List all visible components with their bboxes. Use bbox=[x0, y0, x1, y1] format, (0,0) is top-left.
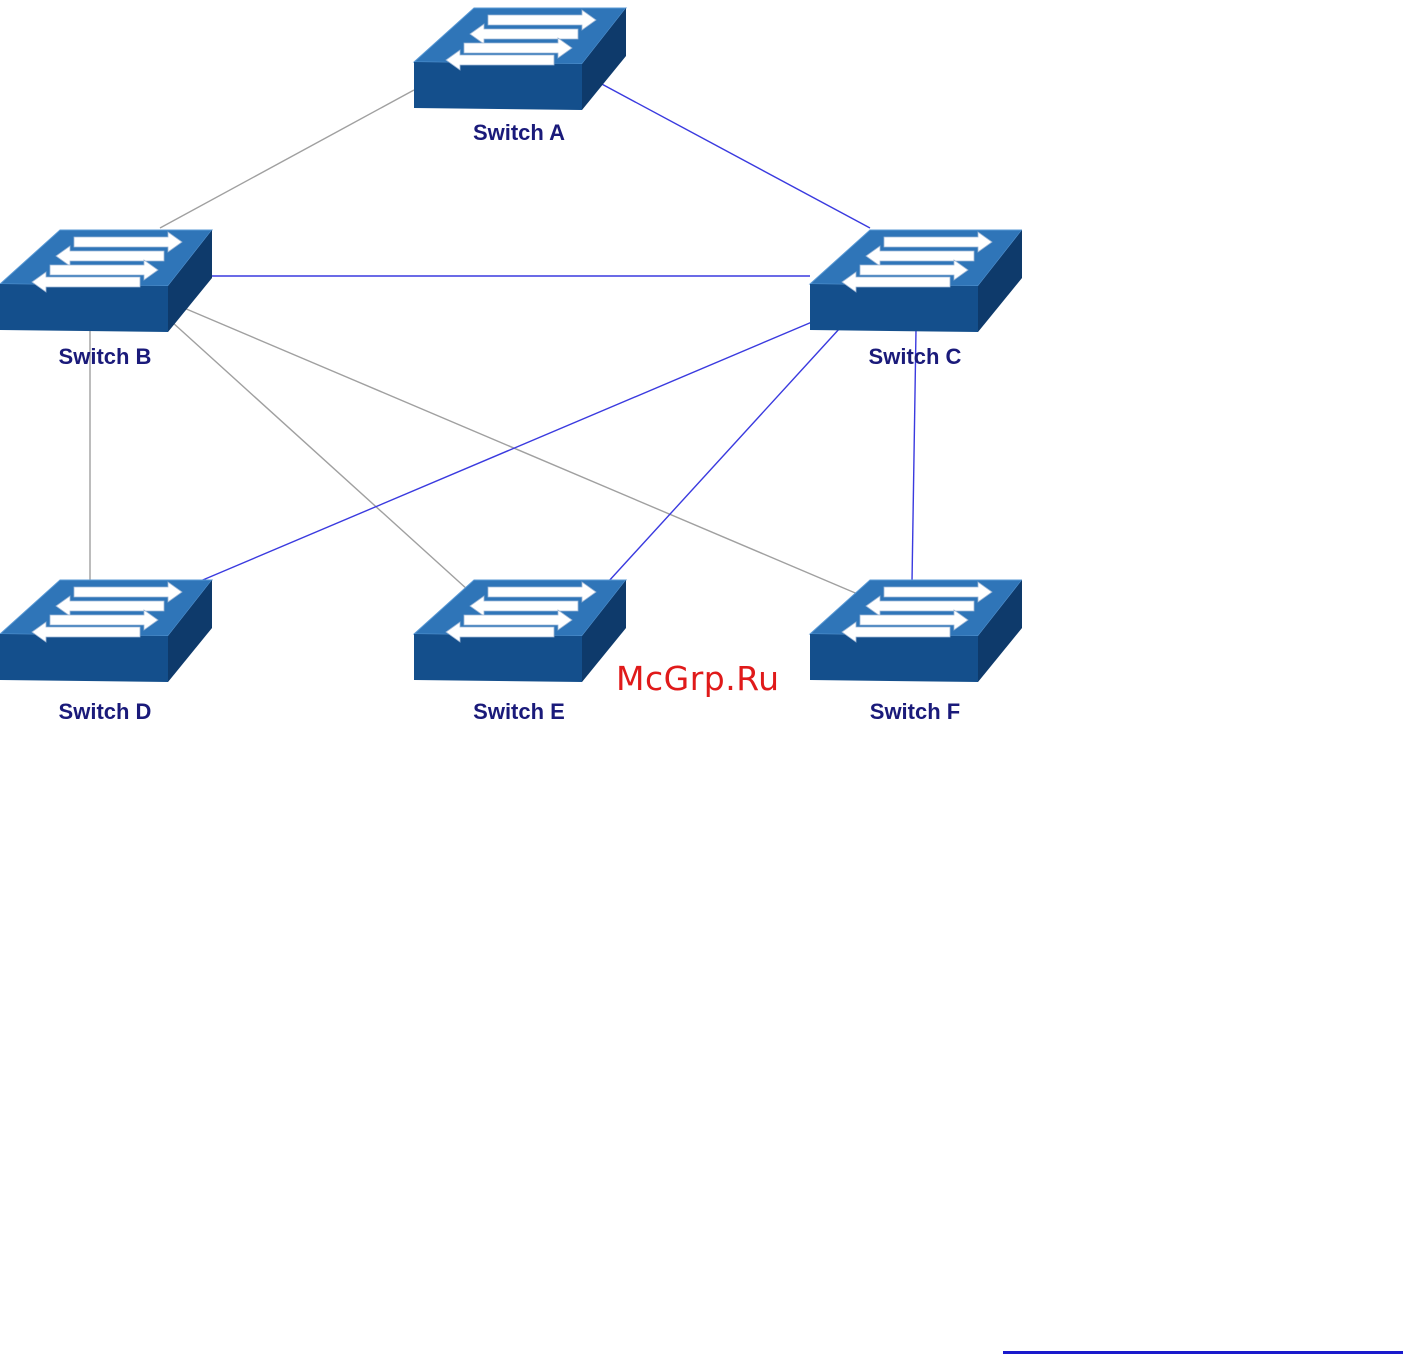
link-b-f bbox=[184, 308, 860, 595]
network-topology-diagram: Switch A Switch B Switch C Switch D Switch E… bbox=[0, 0, 1022, 728]
switch-label-f: Switch F bbox=[815, 699, 1015, 725]
switch-front-face bbox=[414, 62, 582, 110]
switch-icon-a bbox=[414, 8, 626, 110]
switch-front-face bbox=[0, 634, 168, 682]
switch-label-e: Switch E bbox=[419, 699, 619, 725]
switch-icon-d bbox=[0, 580, 212, 682]
link-c-d bbox=[198, 322, 812, 582]
switch-front-face bbox=[414, 634, 582, 682]
switch-label-d: Switch D bbox=[5, 699, 205, 725]
switch-label-a: Switch A bbox=[419, 120, 619, 146]
link-a-b bbox=[160, 90, 414, 228]
switch-label-c: Switch C bbox=[815, 344, 1015, 370]
switch-icon-e bbox=[414, 580, 626, 682]
link-b-e bbox=[172, 322, 468, 590]
switch-icon-f bbox=[810, 580, 1022, 682]
link-c-e bbox=[608, 328, 840, 582]
switch-icon-b bbox=[0, 230, 212, 332]
switch-label-b: Switch B bbox=[5, 344, 205, 370]
switch-front-face bbox=[810, 634, 978, 682]
switch-front-face bbox=[0, 284, 168, 332]
links-layer bbox=[90, 82, 916, 595]
switch-icon-c bbox=[810, 230, 1022, 332]
watermark-text: McGrp.Ru bbox=[616, 659, 780, 699]
link-a-c bbox=[598, 82, 870, 228]
switch-front-face bbox=[810, 284, 978, 332]
